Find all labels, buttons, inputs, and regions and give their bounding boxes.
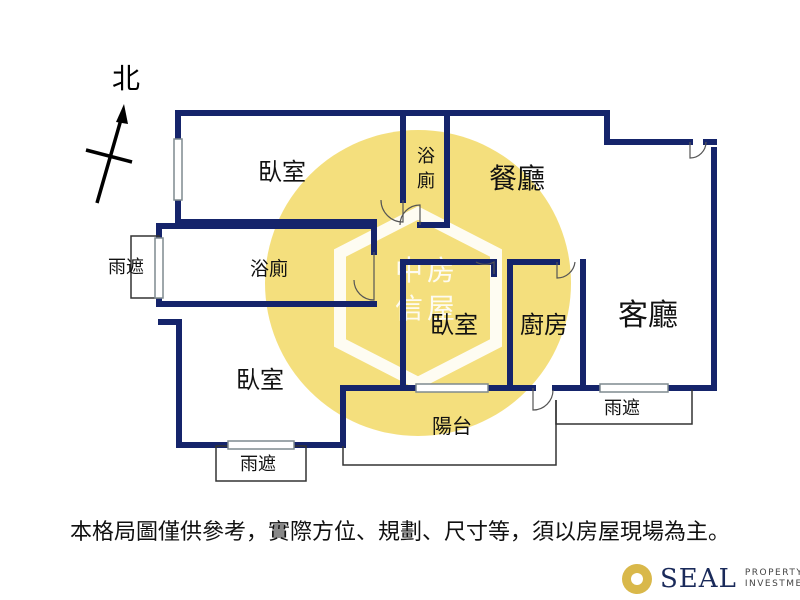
room-label-balcony: 陽台 — [432, 414, 472, 438]
watermark-char: 房 — [427, 254, 455, 287]
watermark-circle — [265, 130, 571, 436]
seal-logo-icon — [622, 564, 652, 594]
floor-plan: 中 信 房 屋 北 — [85, 62, 717, 482]
room-label-bath-small-1: 浴 — [417, 146, 435, 167]
compass-label: 北 — [112, 62, 140, 95]
room-label-canopy-right: 雨遮 — [604, 398, 640, 419]
brand-logo: SEAL PROPERTY INVESTMENT — [622, 562, 800, 596]
logo-sub-line1: PROPERTY — [744, 568, 800, 578]
room-labels: 臥室 浴 廁 餐廳 雨遮 浴廁 臥室 廚房 客廳 臥室 陽台 雨遮 雨遮 — [108, 146, 678, 475]
door-swing — [532, 388, 554, 411]
watermark-hexagon — [334, 206, 502, 390]
logo-sub-line2: INVESTMENT — [744, 579, 800, 589]
watermark-char: 屋 — [427, 292, 455, 325]
watermark: 中 信 房 屋 — [265, 130, 571, 436]
window — [173, 138, 183, 201]
balcony-outline — [342, 400, 557, 466]
room-label-living: 客廳 — [618, 298, 678, 333]
logo-name: SEAL — [660, 564, 737, 594]
windows — [154, 138, 669, 450]
compass: 北 — [85, 62, 140, 204]
room-label-bedroom-mid: 臥室 — [430, 311, 478, 339]
room-label-canopy-bottom: 雨遮 — [240, 454, 276, 475]
compass-crossbar — [85, 148, 133, 164]
door-swing — [399, 204, 421, 226]
door-swing — [380, 199, 404, 223]
door-swing — [475, 260, 495, 274]
room-label-kitchen: 廚房 — [520, 311, 568, 339]
window — [415, 383, 489, 393]
compass-arrowhead — [116, 104, 128, 124]
door-swing — [689, 141, 707, 159]
door-swing — [556, 261, 576, 279]
window — [227, 440, 295, 450]
watermark-char: 信 — [395, 292, 423, 325]
watermark-char: 中 — [395, 254, 423, 287]
room-label-bedroom-top: 臥室 — [258, 158, 306, 186]
room-label-dining: 餐廳 — [489, 162, 545, 195]
window — [154, 237, 164, 299]
compass-arrow — [95, 115, 124, 204]
door-swing — [353, 252, 375, 301]
room-label-bedroom-bottom: 臥室 — [236, 366, 284, 394]
canopy-right-outline — [555, 389, 693, 425]
room-label-canopy-left: 雨遮 — [108, 257, 144, 278]
room-label-bath-mid: 浴廁 — [250, 257, 288, 280]
logo-subtitle: PROPERTY INVESTMENT — [745, 568, 800, 590]
disclaimer-text: 本格局圖僅供參考，實際方位、規劃、尺寸等，須以房屋現場為主。 — [69, 520, 730, 545]
window — [599, 383, 669, 393]
room-label-bath-small-2: 廁 — [417, 170, 435, 192]
doors — [353, 141, 707, 411]
